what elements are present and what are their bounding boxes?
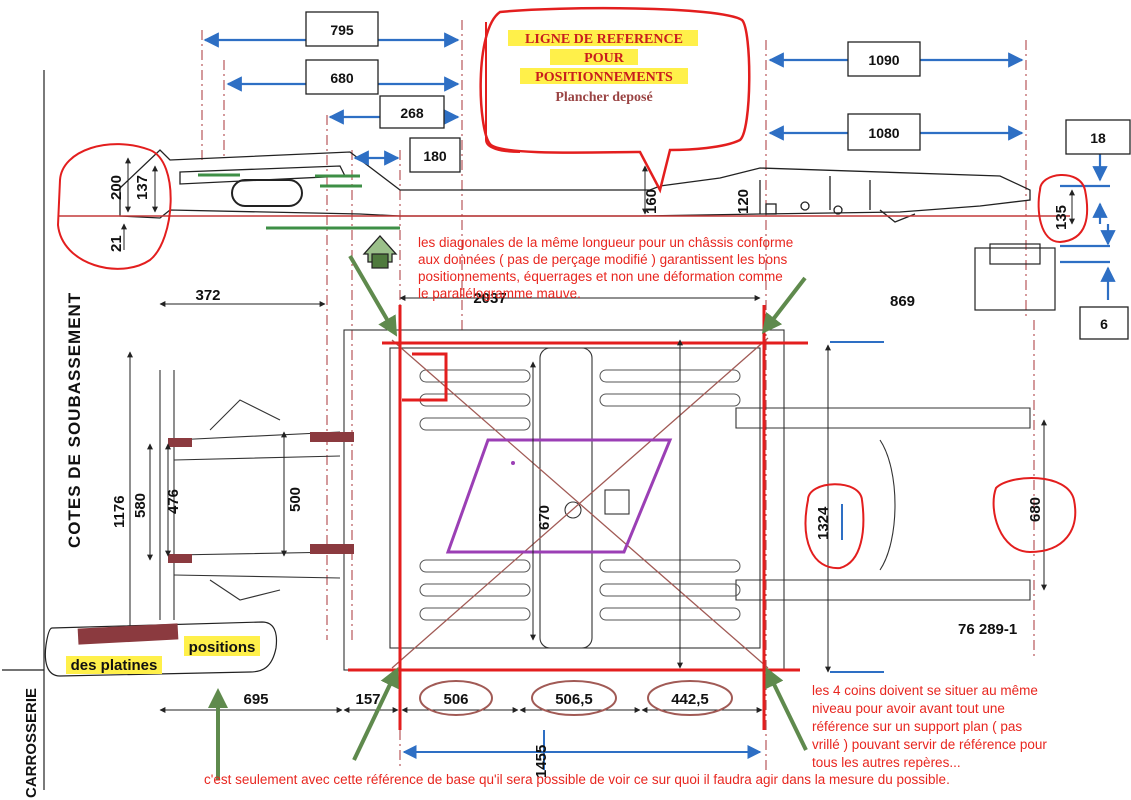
dim-18: 18 [1090, 130, 1106, 146]
note-diagonals-3: positionnements, équerrages et non une d… [418, 269, 783, 284]
dim-2037: 2037 [473, 290, 506, 307]
reference-rectangle [348, 305, 808, 730]
top-dimension-arrows [203, 32, 1116, 300]
side-view-rail [119, 149, 1031, 223]
callout-line1: LIGNE DE REFERENCE [525, 32, 683, 47]
dim-506: 506 [443, 691, 468, 708]
note-bottom: c'est seulement avec cette référence de … [204, 772, 950, 787]
dim-442-5: 442,5 [671, 691, 709, 708]
reference-callout [479, 6, 751, 194]
plan-view-frame [159, 329, 1031, 671]
circle-left-dims [56, 143, 172, 270]
dim-670: 670 [536, 505, 553, 530]
dim-157: 157 [355, 691, 380, 708]
dim-6: 6 [1100, 316, 1108, 332]
dim-372: 372 [195, 287, 220, 304]
dim-1455: 1455 [533, 745, 550, 778]
note-diagonals-4: le parallélogramme mauve. [418, 286, 581, 301]
dim-1324: 1324 [815, 506, 832, 540]
circle-135 [1037, 174, 1089, 244]
legend-positions: positions [189, 639, 256, 656]
dim-580: 580 [132, 493, 149, 518]
platines-legend [44, 621, 278, 677]
drawing-reference: 76 289-1 [958, 621, 1017, 638]
dim-506-5: 506,5 [555, 691, 593, 708]
note-corners-4: vrillé ) pouvant servir de référence pou… [812, 737, 1047, 752]
left-side-dims [121, 157, 158, 250]
legend-platines: des platines [71, 657, 158, 674]
dim-1176: 1176 [111, 495, 128, 528]
note-corners-1: les 4 coins doivent se situer au même [812, 683, 1038, 698]
callout-line3: POSITIONNEMENTS [535, 70, 673, 85]
left-border [2, 70, 45, 790]
note-corners-2: niveau pour avoir avant tout une [812, 701, 1005, 716]
plan-dim-lines [127, 295, 1047, 713]
dim-137: 137 [134, 175, 151, 200]
dim-500: 500 [287, 487, 304, 512]
top-dimension-boxes [305, 11, 1131, 340]
parallelogram-dot [511, 461, 515, 465]
dim-476: 476 [165, 489, 182, 514]
dim-1090: 1090 [868, 52, 899, 68]
note-corners-5: tous les autres repères... [812, 755, 961, 770]
right-support-block [974, 243, 1056, 311]
dim-1080: 1080 [868, 125, 899, 141]
dim-795: 795 [330, 22, 354, 38]
bottom-dim-ovals [419, 680, 733, 716]
note-corners-3: référence sur un support plan ( pas [812, 719, 1022, 734]
note-diagonals-1: les diagonales de la même longueur pour … [418, 235, 793, 250]
dim-135: 135 [1053, 205, 1070, 230]
cotes-soubassement-label: COTES DE SOUBASSEMENT [65, 292, 84, 548]
purple-parallelogram [445, 438, 673, 554]
dim-200: 200 [108, 175, 125, 200]
carrosserie-label: CARROSSERIE [23, 688, 40, 798]
note-diagonals-2: aux données ( pas de perçage modifié ) g… [418, 252, 787, 267]
dim-869: 869 [890, 293, 915, 310]
dim-180: 180 [423, 148, 447, 164]
dim-120: 120 [735, 189, 752, 214]
up-arrow-stem [371, 253, 389, 269]
dim-680-top: 680 [330, 70, 354, 86]
callout-line4: Plancher deposé [555, 90, 652, 105]
diagonals [391, 337, 769, 669]
platine-marks-plan [168, 432, 354, 563]
dim-695: 695 [243, 691, 268, 708]
dim-21: 21 [108, 235, 125, 252]
platine-marks-side [198, 173, 400, 230]
dim-160: 160 [643, 189, 660, 214]
dim-268: 268 [400, 105, 424, 121]
plan-blue-lines [402, 341, 884, 770]
green-arrows [208, 254, 808, 780]
callout-line2: POUR [584, 51, 625, 66]
red-ovals [804, 477, 1077, 570]
dim-680-plan: 680 [1027, 497, 1044, 522]
